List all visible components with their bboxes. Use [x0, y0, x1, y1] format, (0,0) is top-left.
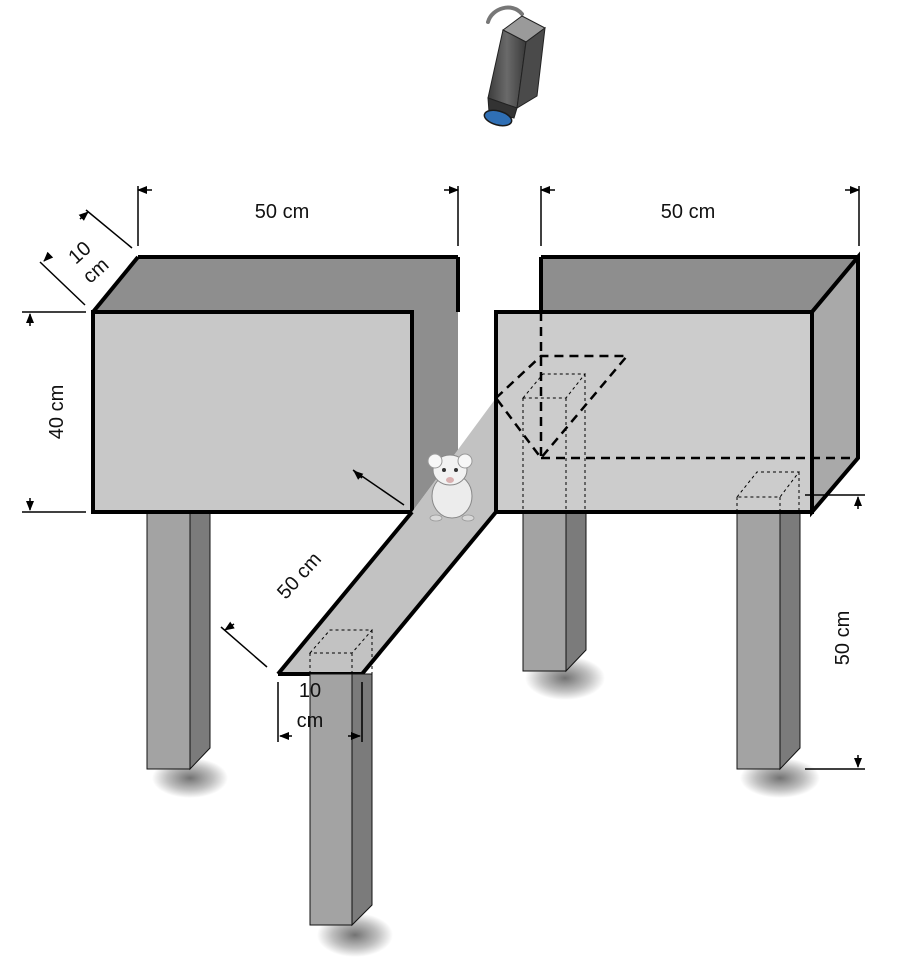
leg-far-right: [736, 512, 801, 771]
left-box: [91, 255, 460, 514]
right-box-front: [494, 310, 814, 514]
leg-middle-right: [522, 512, 587, 673]
floor-shadows: [152, 656, 820, 957]
bridge-width-label-line2: cm: [297, 710, 324, 732]
hidden-leg-tops: [308, 373, 801, 674]
hidden-edges: [494, 312, 858, 461]
rat-icon: [427, 453, 475, 522]
leg-height-label: 50 cm: [832, 611, 854, 665]
right-width-label: 50 cm: [661, 201, 715, 223]
depth-label: 10 cm: [64, 237, 113, 288]
dimension-lines: [22, 186, 865, 770]
camera-icon: [483, 5, 546, 127]
left-width-label: 50 cm: [255, 201, 309, 223]
leg-left: [146, 512, 211, 771]
bridge-width-label-line1: 10: [299, 680, 321, 702]
bridge-length-label: 50 cm: [273, 548, 326, 603]
height-label: 40 cm: [46, 385, 68, 439]
